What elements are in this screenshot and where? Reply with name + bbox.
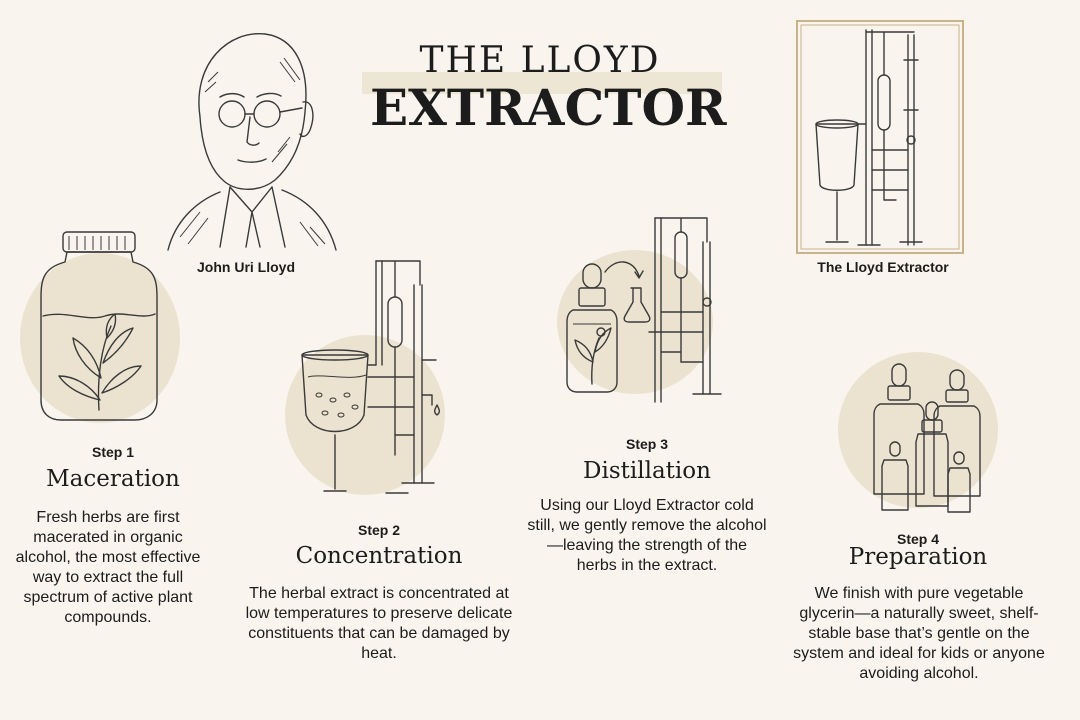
page-title-line1: THE LLOYD [419,40,661,81]
extractor-caption: The Lloyd Extractor [817,259,949,275]
portrait-caption: John Uri Lloyd [197,259,295,275]
lloyd-extractor-frame [796,20,964,254]
step-3-title: Distillation [583,458,711,484]
step-2-label: Step 2 [357,522,400,538]
step-4-title: Preparation [848,544,988,570]
distillation-illustration [557,217,722,403]
step-2-text: The herbal extract is concentrated at lo… [245,585,513,662]
step-4-label: Step 4 [896,531,939,547]
john-uri-lloyd-portrait [167,33,337,251]
step-1-title: Maceration [46,466,180,492]
preparation-bottles-illustration [838,352,998,513]
step-1-text: Fresh herbs are first macerated in organ… [15,509,201,626]
step-4-text: We finish with pure vegetable glycerin—a… [793,585,1045,682]
concentration-apparatus-illustration [285,260,445,495]
maceration-jar-illustration [20,231,180,423]
page-title-line2: EXTRACTOR [370,78,727,137]
step-2-title: Concentration [295,543,463,569]
step-3-label: Step 3 [625,436,668,452]
title-highlight-band [362,72,722,94]
step-1-label: Step 1 [91,444,134,460]
step-3-text: Using our Lloyd Extractor cold still, we… [527,497,767,574]
